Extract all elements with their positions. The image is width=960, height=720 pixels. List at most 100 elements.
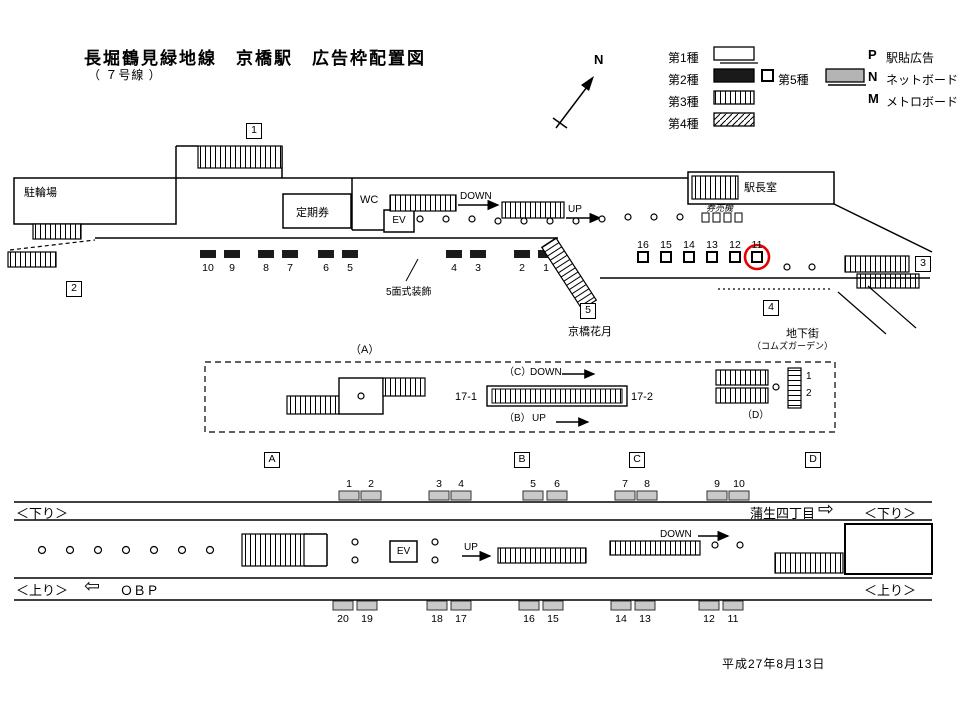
concourse-ad-number: 10	[202, 262, 214, 274]
exit-box-5: 5	[580, 303, 596, 319]
up-direction-right: ＜上り＞	[864, 583, 917, 598]
mezz-side-1-label: 1	[806, 371, 812, 382]
elevator-label: EV	[392, 215, 406, 226]
platform-elevator-label: EV	[396, 546, 411, 557]
area-d-label: （D）	[742, 410, 770, 421]
concourse-ad-number: 16	[637, 239, 649, 251]
legend-p-key: P	[868, 47, 877, 62]
exit-box-2: 2	[66, 281, 82, 297]
platform-ad-number: 5	[530, 478, 536, 490]
concourse-ad-number: 7	[287, 262, 293, 274]
revision-date: 平成27年8月13日	[722, 657, 826, 671]
legend-p-label: 駅貼広告	[886, 51, 935, 65]
ad-17-1-label: 17-1	[455, 391, 478, 403]
legend-n-label: ネットボード	[886, 73, 959, 87]
legend-m-label: メトロボード	[886, 95, 959, 109]
concourse-ad-number: 15	[660, 239, 672, 251]
stair-box-c: C	[629, 452, 645, 468]
platform-ad-number: 12	[703, 613, 715, 625]
mezz-up-label: UP	[532, 413, 546, 424]
underground-mall-label: 地下街	[786, 328, 819, 340]
exit-box-4: 4	[763, 300, 779, 316]
exit-box-3: 3	[915, 256, 931, 272]
area-c-label: （C）	[504, 367, 532, 378]
platform-ad-number: 3	[436, 478, 442, 490]
ad-17-2-label: 17-2	[631, 391, 654, 403]
platform-ad-number: 7	[622, 478, 628, 490]
concourse-ad-number: 9	[229, 262, 235, 274]
highlighted-ad-11-circle	[743, 243, 771, 271]
concourse-ad-number: 1	[543, 262, 549, 274]
stair-box-b: B	[514, 452, 530, 468]
left-direction-arrow-icon: ⇦	[84, 576, 100, 597]
ticket-machines-label: 券売機	[706, 203, 734, 213]
platform-up-label: UP	[464, 542, 478, 553]
concourse-ad-number: 6	[323, 262, 329, 274]
legend-m-key: M	[868, 91, 879, 106]
exit-box-1: 1	[246, 123, 262, 139]
next-station-right: 蒲生四丁目	[750, 506, 816, 521]
down-direction-left: ＜下り＞	[16, 506, 69, 521]
kyobashi-kagetsu-label: 京橋花月	[568, 326, 612, 338]
station-master-office-label: 駅長室	[744, 182, 777, 194]
platform-down-label: DOWN	[660, 529, 692, 540]
concourse-ad-number: 4	[451, 262, 457, 274]
platform-ad-number: 8	[644, 478, 650, 490]
platform-ad-number: 19	[361, 613, 373, 625]
down-stairs-label: DOWN	[460, 191, 492, 202]
platform-ad-number: 2	[368, 478, 374, 490]
legend-type5-label: 第5種	[778, 73, 809, 87]
mezz-side-2-label: 2	[806, 388, 812, 399]
platform-ad-number: 17	[455, 613, 467, 625]
underground-mall-sub-label: （コムズガーデン）	[752, 341, 834, 351]
platform-ad-number: 15	[547, 613, 559, 625]
legend-type1-label: 第1種	[668, 51, 699, 65]
platform-ad-number: 16	[523, 613, 535, 625]
page-subtitle: （ ７号線 ）	[88, 68, 162, 82]
concourse-ad-number: 14	[683, 239, 695, 251]
platform-ad-number: 20	[337, 613, 349, 625]
platform-ad-number: 1	[346, 478, 352, 490]
legend-type2-label: 第2種	[668, 73, 699, 87]
legend-swatches	[713, 46, 866, 127]
up-stairs-label: UP	[568, 204, 582, 215]
stair-box-a: A	[264, 452, 280, 468]
wc-label: WC	[360, 194, 379, 206]
platform-ad-number: 9	[714, 478, 720, 490]
concourse-ad-number: 3	[475, 262, 481, 274]
concourse-ad-number: 13	[706, 239, 718, 251]
down-direction-right: ＜下り＞	[864, 506, 917, 521]
compass-north-label: N	[594, 52, 604, 67]
up-direction-left: ＜上り＞	[16, 583, 69, 598]
compass-arrow	[552, 76, 594, 129]
platform-ad-number: 6	[554, 478, 560, 490]
bicycle-parking-label: 駐輪場	[24, 187, 57, 199]
concourse-ad-number: 8	[263, 262, 269, 274]
legend-n-key: N	[868, 69, 878, 84]
concourse-map	[7, 145, 933, 335]
platform-ad-number: 10	[733, 478, 745, 490]
concourse-ad-number: 5	[347, 262, 353, 274]
platform-ad-number: 18	[431, 613, 443, 625]
area-a-label: （A）	[350, 344, 380, 356]
concourse-ad-number: 12	[729, 239, 741, 251]
next-station-left: ＯＢＰ	[120, 583, 160, 598]
page-title: 長堀鶴見緑地線 京橋駅 広告枠配置図	[84, 49, 426, 68]
commuter-pass-label: 定期券	[296, 207, 329, 219]
mezz-down-label: DOWN	[530, 367, 562, 378]
legend-type4-label: 第4種	[668, 117, 699, 131]
mezzanine-map	[204, 361, 836, 433]
platform-ad-number: 14	[615, 613, 627, 625]
right-direction-arrow-icon: ⇨	[818, 499, 834, 520]
stair-box-d: D	[805, 452, 821, 468]
platform-ad-number: 13	[639, 613, 651, 625]
five-sided-decoration-label: 5面式装飾	[386, 287, 432, 298]
platform-map	[14, 490, 933, 611]
concourse-ad-number-highlighted: 11	[751, 239, 763, 251]
legend-type3-label: 第3種	[668, 95, 699, 109]
platform-ad-number: 11	[727, 613, 739, 625]
area-b-label: （B）	[504, 413, 531, 424]
platform-ad-number: 4	[458, 478, 464, 490]
